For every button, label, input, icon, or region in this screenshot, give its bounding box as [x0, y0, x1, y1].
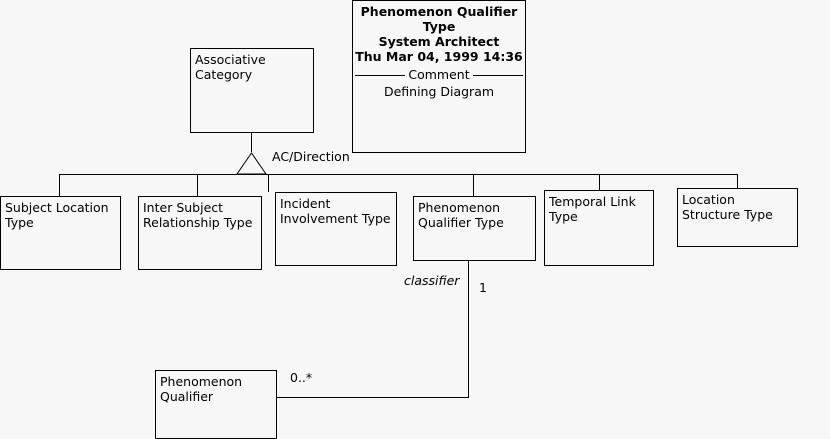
generalization-discriminator-label: AC/Direction [272, 149, 350, 164]
generalization-drop-line-1 [59, 174, 60, 196]
divider-rule-left [355, 74, 406, 76]
class-box-label: Temporal Link Type [549, 194, 636, 224]
class-box-phenomenon-qualifier-type[interactable]: Phenomenon Qualifier Type [413, 196, 536, 261]
divider-rule-right [472, 74, 523, 76]
association-multiplicity-one: 1 [479, 280, 487, 295]
association-vertical-line [468, 261, 469, 398]
class-box-associative-category[interactable]: Associative Category [190, 48, 314, 133]
generalization-stem [251, 133, 252, 152]
class-box-incident-involvement-type[interactable]: Incident Involvement Type [275, 192, 397, 266]
generalization-triangle-icon [236, 152, 267, 175]
comment-divider: Comment [353, 68, 525, 82]
generalization-drop-line-3 [268, 174, 269, 192]
class-box-label: Phenomenon Qualifier Type [418, 200, 504, 230]
class-box-subject-location-type[interactable]: Subject Location Type [0, 196, 121, 270]
generalization-drop-line-4 [473, 174, 474, 196]
generalization-drop-line-6 [737, 174, 738, 188]
association-multiplicity-many: 0..* [290, 370, 313, 385]
diagram-title-name: Phenomenon Qualifier Type [360, 4, 518, 34]
class-box-label: Inter Subject Relationship Type [143, 200, 253, 230]
class-box-location-structure-type[interactable]: Location Structure Type [677, 188, 798, 247]
association-horizontal-line [276, 397, 469, 398]
class-box-label: Subject Location Type [5, 200, 109, 230]
diagram-title-tool: System Architect [378, 34, 500, 49]
generalization-drop-line-2 [197, 174, 198, 196]
class-box-label: Incident Involvement Type [280, 196, 391, 226]
diagram-title-timestamp: Thu Mar 04, 1999 14:36 [355, 49, 523, 64]
comment-divider-label: Comment [408, 67, 470, 82]
class-box-phenomenon-qualifier[interactable]: Phenomenon Qualifier [155, 370, 277, 439]
class-box-label: Associative Category [195, 52, 266, 82]
class-box-label: Location Structure Type [682, 192, 773, 222]
class-box-temporal-link-type[interactable]: Temporal Link Type [544, 190, 654, 266]
generalization-bus [59, 174, 738, 175]
diagram-comment-text: Defining Diagram [383, 84, 495, 99]
class-box-inter-subject-relationship-type[interactable]: Inter Subject Relationship Type [138, 196, 262, 270]
diagram-title-box[interactable]: Phenomenon Qualifier Type System Archite… [352, 0, 526, 153]
association-role-label: classifier [404, 273, 460, 288]
class-box-label: Phenomenon Qualifier [160, 374, 243, 404]
generalization-drop-line-5 [599, 174, 600, 190]
